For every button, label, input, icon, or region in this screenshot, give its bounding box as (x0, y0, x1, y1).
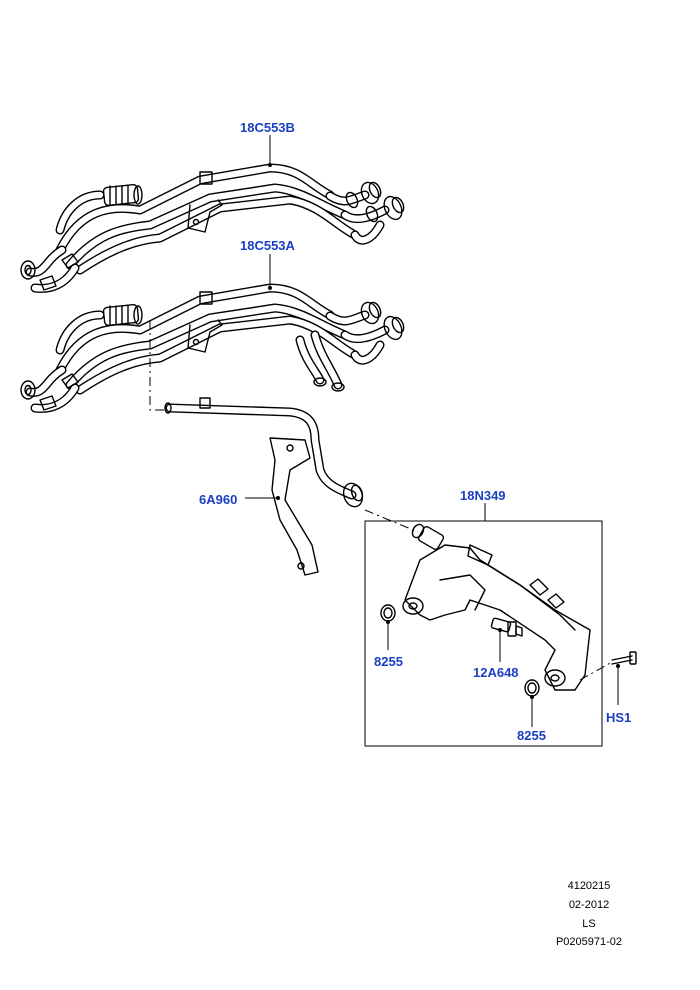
callout-6A960: 6A960 (199, 492, 238, 507)
clip-left (380, 604, 396, 622)
callout-8255-right: 8255 (517, 728, 546, 743)
hose-assembly-upper (20, 163, 405, 293)
footer-date: 02-2012 (568, 899, 610, 911)
callout-12A648: 12A648 (473, 665, 519, 680)
footer-ref: P0205971-02 (555, 936, 623, 948)
footer-code: 4120215 (567, 880, 611, 892)
temperature-sensor (490, 617, 523, 637)
callout-18N349: 18N349 (460, 488, 506, 503)
hose-assembly-lower (20, 283, 405, 413)
callout-HS1: HS1 (606, 710, 632, 725)
leader-lines (245, 135, 620, 727)
clip-right (524, 679, 540, 697)
callout-18C553B: 18C553B (240, 120, 295, 135)
footer-initials: LS (582, 918, 596, 930)
callout-8255-left: 8255 (374, 654, 403, 669)
coolant-housing (402, 523, 591, 691)
coolant-pipe (164, 397, 364, 576)
connection-line-3 (579, 661, 613, 681)
housing-kit-box (364, 520, 603, 747)
connection-line-1 (149, 320, 165, 411)
callout-18C553A: 18C553A (240, 238, 295, 253)
bolt (611, 651, 637, 665)
